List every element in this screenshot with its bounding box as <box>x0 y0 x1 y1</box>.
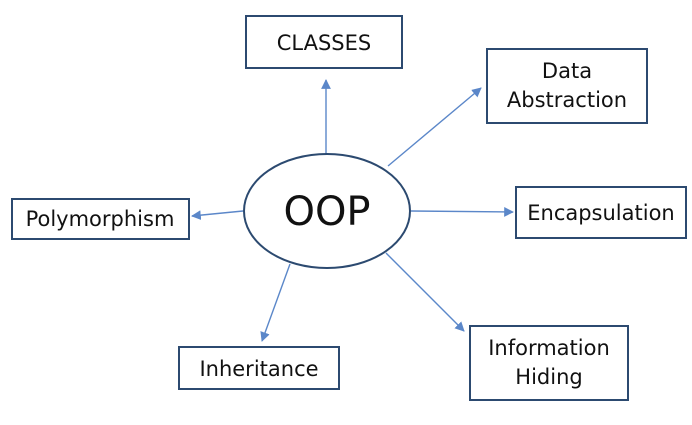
node-information-hiding-label-line2: Hiding <box>515 365 582 389</box>
center-ellipse <box>243 153 411 269</box>
arrow-to-inheritance <box>260 263 291 342</box>
node-encapsulation-box <box>515 186 687 239</box>
node-encapsulation-label: Encapsulation <box>527 201 675 225</box>
node-information-hiding-label-line1: Information <box>488 336 610 360</box>
node-information-hiding: Information Hiding <box>469 325 629 401</box>
node-data-abstraction-label-line1: Data <box>542 59 592 83</box>
arrow-to-data-abstraction <box>387 87 482 167</box>
node-polymorphism-box <box>11 198 190 240</box>
node-polymorphism: Polymorphism <box>11 198 190 240</box>
center-node: OOP <box>243 153 411 269</box>
node-information-hiding-box <box>469 325 629 401</box>
node-classes-box <box>245 15 403 69</box>
arrow-to-information-hiding <box>385 252 465 332</box>
arrow-to-polymorphism <box>191 210 244 221</box>
node-inheritance-box <box>178 346 340 390</box>
node-inheritance: Inheritance <box>178 346 340 390</box>
center-label: OOP <box>283 189 370 235</box>
node-classes: CLASSES <box>245 15 403 69</box>
node-inheritance-label: Inheritance <box>199 357 318 381</box>
connectors <box>191 79 514 342</box>
node-encapsulation: Encapsulation <box>515 186 687 239</box>
arrow-to-encapsulation <box>410 207 514 217</box>
node-data-abstraction-box <box>486 48 648 124</box>
node-data-abstraction: Data Abstraction <box>486 48 648 124</box>
node-data-abstraction-label-line2: Abstraction <box>507 88 627 112</box>
node-classes-label: CLASSES <box>277 31 371 55</box>
node-polymorphism-label: Polymorphism <box>26 207 175 231</box>
